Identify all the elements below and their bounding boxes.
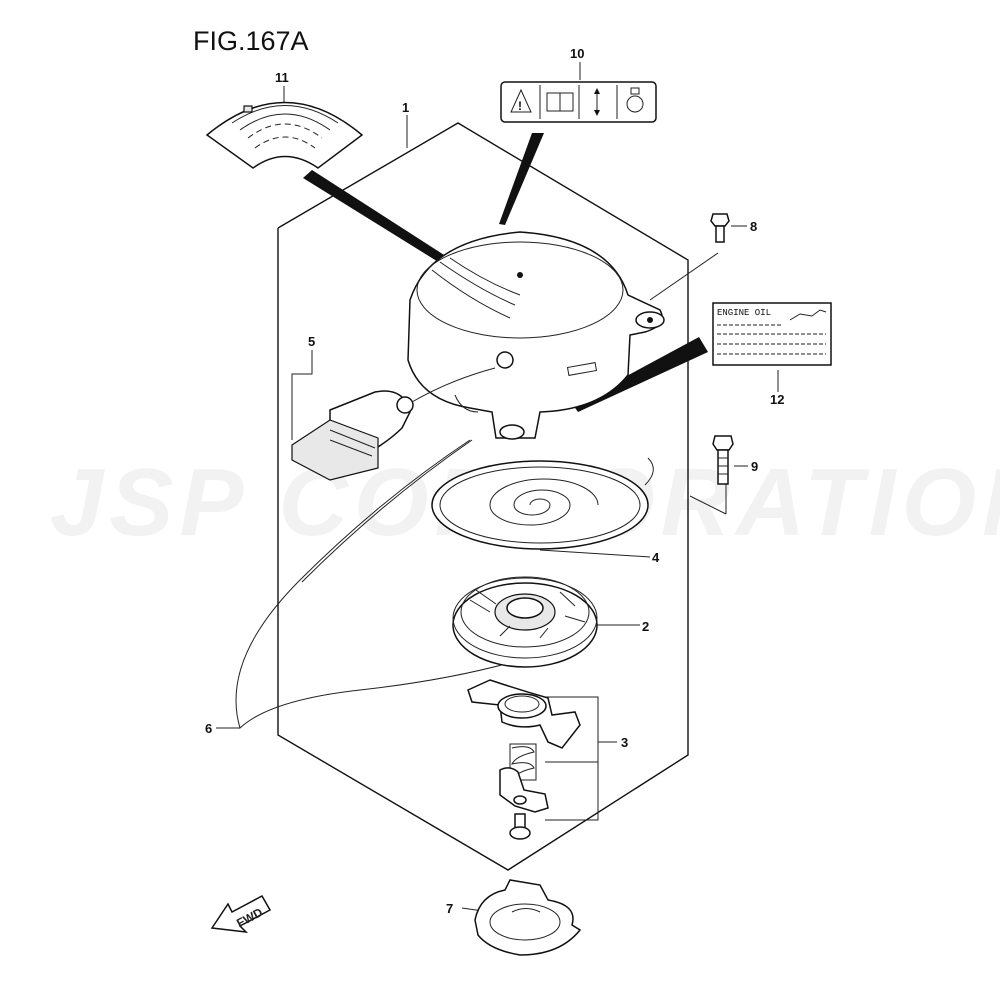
part-6-starter-rope xyxy=(235,367,521,729)
part-8-bolt xyxy=(710,213,730,243)
warning-triangle-icon xyxy=(510,88,532,113)
engine-oil-text: ENGINE OIL xyxy=(717,308,771,318)
callout-10: 10 xyxy=(570,46,584,61)
callout-2: 2 xyxy=(642,619,649,634)
forward-direction-arrow: FWD xyxy=(210,894,272,933)
part-2-rope-reel xyxy=(452,576,598,668)
part-3-ratchet-set xyxy=(467,679,581,840)
callout-3: 3 xyxy=(621,735,628,750)
callout-numbers: 1 2 3 4 5 6 7 8 9 10 11 12 xyxy=(205,46,784,916)
figure-title: FIG.167A xyxy=(193,26,309,56)
svg-text:!: ! xyxy=(518,99,522,113)
part-4-recoil-spring xyxy=(431,457,654,550)
part-5-starter-handle xyxy=(291,390,414,481)
callout-4: 4 xyxy=(652,550,660,565)
part-12-engine-oil-label: ENGINE OIL xyxy=(712,302,832,366)
part-9-bolt xyxy=(712,435,734,485)
part-11-label-decal xyxy=(205,101,364,169)
callout-11: 11 xyxy=(275,70,289,85)
starter-case xyxy=(407,231,665,440)
part-10-warning-label: ! xyxy=(500,81,657,123)
callout-1: 1 xyxy=(402,100,409,115)
callout-8: 8 xyxy=(750,219,757,234)
callout-6: 6 xyxy=(205,721,212,736)
assembly-outline xyxy=(277,122,689,871)
pull-ring-icon xyxy=(626,95,644,113)
callout-9: 9 xyxy=(751,459,758,474)
callout-12: 12 xyxy=(770,392,784,407)
callout-7: 7 xyxy=(446,901,453,916)
oil-can-icon xyxy=(789,309,827,321)
callout-5: 5 xyxy=(308,334,315,349)
part-7-starter-pulley xyxy=(474,879,582,956)
